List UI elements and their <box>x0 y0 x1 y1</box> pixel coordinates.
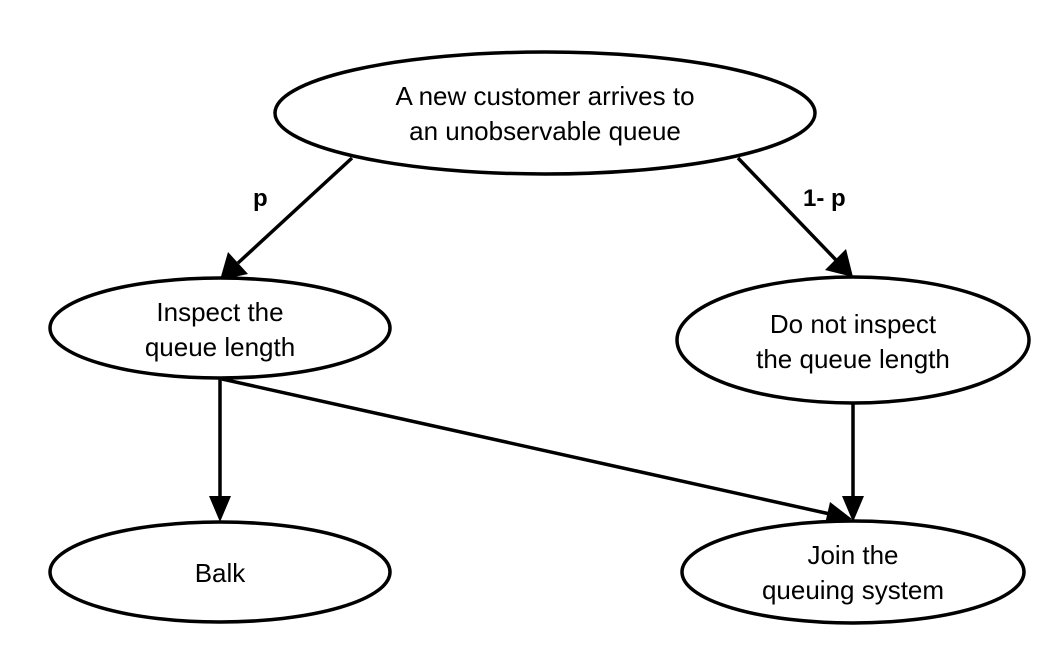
edge-label-1-p: 1- p <box>803 185 846 212</box>
edge-inspect-to-balk <box>209 378 231 522</box>
node-ellipse <box>48 520 392 624</box>
node-join-line-2: queuing system <box>762 575 944 605</box>
node-ellipse <box>48 276 392 380</box>
edge-no-inspect-to-join <box>842 403 864 522</box>
node-arrival: A new customer arrives to an unobservabl… <box>273 50 817 176</box>
arrow-head <box>220 252 248 280</box>
arrow-head <box>825 249 853 277</box>
node-arrival-line-2: an unobservable queue <box>409 116 681 146</box>
node-join: Join the queuing system <box>680 519 1026 625</box>
edge-line <box>736 156 838 262</box>
node-no-inspect: Do not inspect the queue length <box>675 275 1031 405</box>
node-ellipse <box>675 275 1031 405</box>
arrow-head <box>209 496 231 522</box>
node-ellipse <box>273 50 817 176</box>
edge-line <box>221 377 831 516</box>
edge-label-p: p <box>253 185 268 212</box>
edge-line <box>236 156 354 265</box>
node-inspect-line-1: Inspect the <box>156 297 283 327</box>
node-inspect-line-2: queue length <box>145 332 295 362</box>
node-ellipse <box>680 519 1026 625</box>
arrow-head <box>825 502 852 524</box>
edge-arrival-to-inspect <box>220 156 354 280</box>
node-balk-label: Balk <box>195 558 247 588</box>
node-inspect: Inspect the queue length <box>48 276 392 380</box>
node-arrival-line-1: A new customer arrives to <box>395 81 694 111</box>
edge-arrival-to-no-inspect <box>736 156 853 277</box>
node-no-inspect-line-2: the queue length <box>756 344 950 374</box>
arrow-head <box>842 496 864 522</box>
edge-inspect-to-join <box>221 377 852 524</box>
node-join-line-1: Join the <box>807 540 898 570</box>
node-balk: Balk <box>48 520 392 624</box>
node-no-inspect-line-1: Do not inspect <box>770 309 937 339</box>
